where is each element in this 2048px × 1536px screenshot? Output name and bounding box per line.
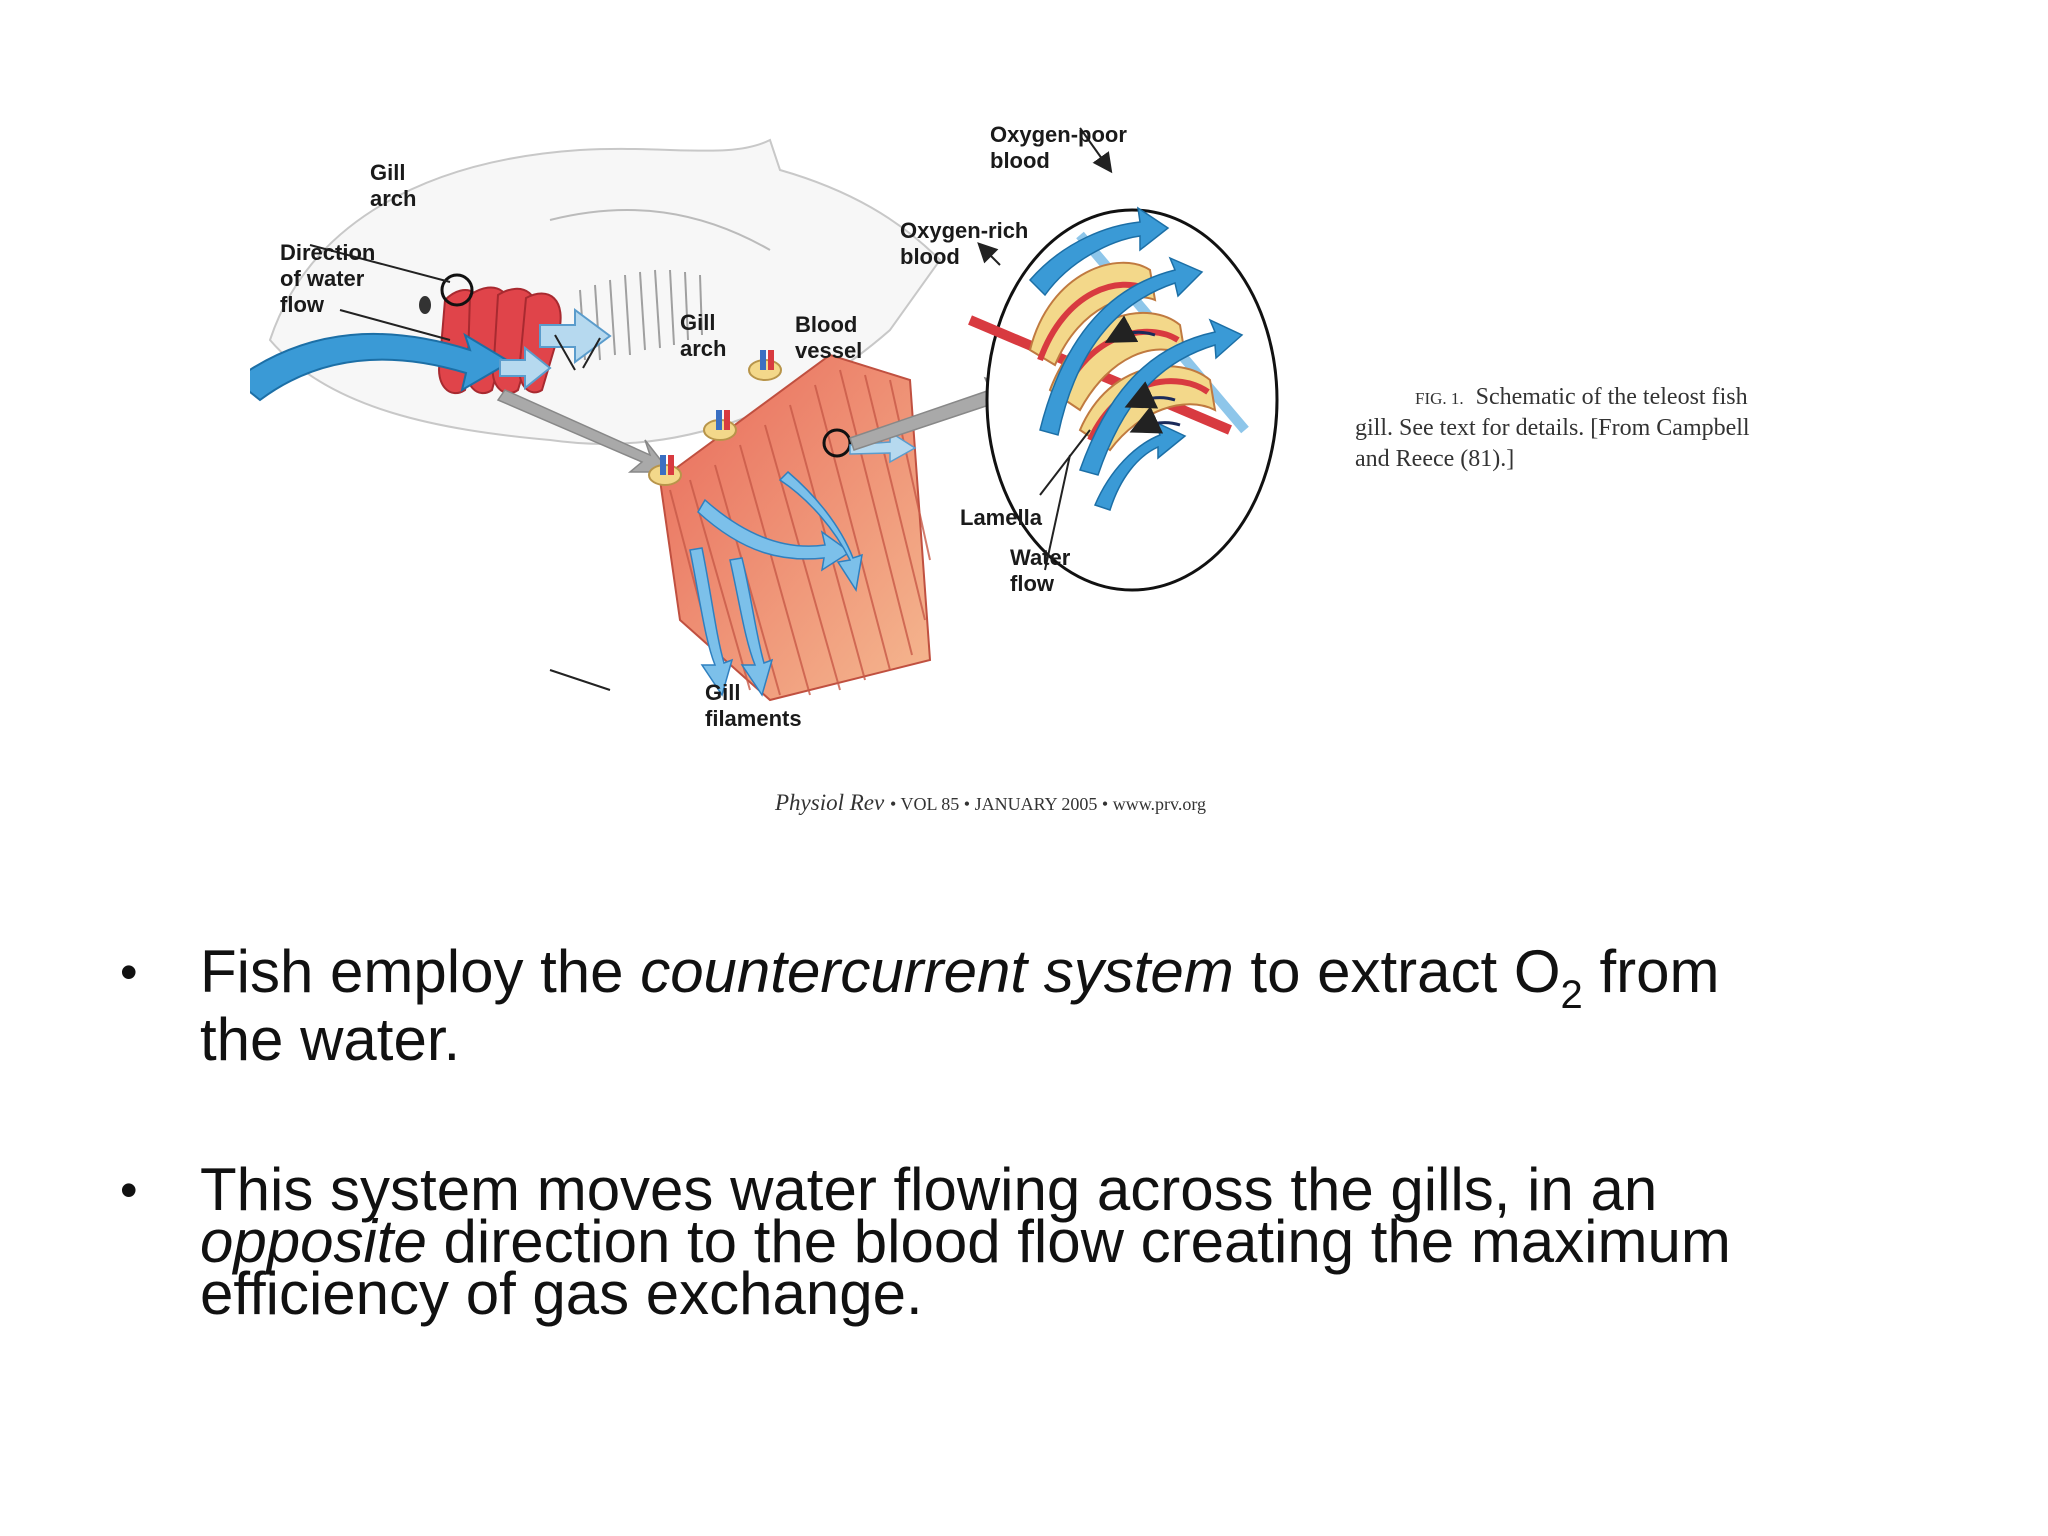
label-gill-filaments: Gill filaments — [705, 680, 802, 731]
figure-citation: Physiol Rev • VOL 85 • JANUARY 2005 • ww… — [774, 790, 1206, 815]
label-blood-vessel: Blood vessel — [795, 312, 863, 363]
label-lamella: Lamella — [960, 505, 1043, 530]
label-direction-water-flow: Direction of water flow — [280, 240, 381, 317]
label-water-flow: Water flow — [1010, 545, 1076, 596]
gill-schematic-figure: Gill arch Direction of water flow Gill a… — [250, 100, 1790, 840]
figure-labels: Gill arch Direction of water flow Gill a… — [280, 122, 1133, 731]
gill-diagram-svg: Gill arch Direction of water flow Gill a… — [250, 122, 1750, 815]
lamella-zoom-circle — [968, 206, 1279, 592]
bullet-list: • Fish employ the countercurrent system … — [120, 938, 2000, 1327]
figure-caption: FIG. 1. Schematic of the teleost fish gi… — [1355, 384, 1750, 472]
bullet-dot: • — [120, 1162, 138, 1218]
bullet-dot: • — [120, 944, 138, 1000]
bullet-opposite-flow: • This system moves water flowing across… — [120, 1156, 1731, 1327]
label-oxygen-poor-blood: Oxygen-poor blood — [990, 122, 1133, 173]
svg-text:FIG. 1. Schematic of: FIG. 1. Schematic of the teleost fish — [1415, 384, 1748, 410]
label-gill-arch-1: Gill arch — [370, 160, 416, 211]
svg-text:and Reece (81).]: and Reece (81).] — [1355, 446, 1514, 472]
label-gill-arch-2: Gill arch — [680, 310, 726, 361]
svg-text:gill. See text for details. [F: gill. See text for details. [From Campbe… — [1355, 415, 1750, 441]
label-oxygen-rich-blood: Oxygen-rich blood — [900, 218, 1035, 269]
bullet-countercurrent: • Fish employ the countercurrent system … — [120, 938, 1720, 1073]
